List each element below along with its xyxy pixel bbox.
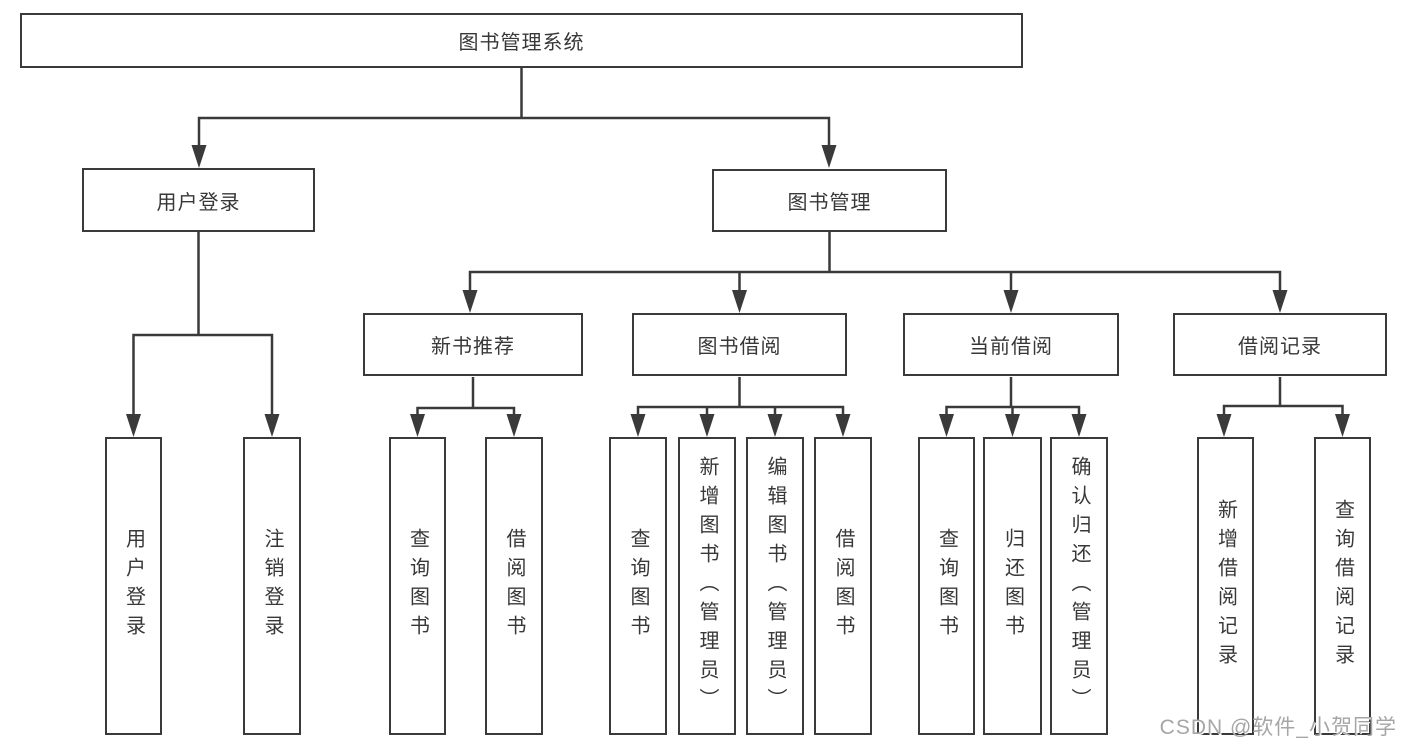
leaf-borrow-books: 借阅图书 xyxy=(814,437,872,735)
leaf-query-books-borrow: 查询图书 xyxy=(609,437,667,735)
node-book-borrow: 图书借阅 xyxy=(632,313,847,376)
leaf-query-books-current: 查询图书 xyxy=(918,437,975,735)
branch-current-borrow xyxy=(945,377,1081,418)
leaf-return-book: 归还图书 xyxy=(983,437,1042,735)
leaf-edit-book-admin: 编辑图书（管理员） xyxy=(746,437,804,735)
node-user-login-label: 用户登录 xyxy=(156,191,241,214)
node-new-book-recommend: 新书推荐 xyxy=(363,313,583,376)
leaf-borrow-books-recommend: 借阅图书 xyxy=(485,437,543,735)
node-current-borrow: 当前借阅 xyxy=(903,313,1119,376)
leaf-query-books-recommend: 查询图书 xyxy=(389,437,446,735)
branch-root xyxy=(197,68,831,150)
watermark: CSDN @软件_小贺同学 xyxy=(1159,716,1397,739)
node-library-system-label: 图书管理系统 xyxy=(458,32,585,54)
node-borrow-records-label: 借阅记录 xyxy=(1238,336,1322,358)
leaf-logout: 注销登录 xyxy=(243,437,301,735)
node-borrow-records: 借阅记录 xyxy=(1173,313,1387,376)
node-new-book-recommend-label: 新书推荐 xyxy=(431,336,515,358)
branch-borrow-records xyxy=(1222,377,1344,418)
leaf-add-book-admin: 新增图书（管理员） xyxy=(678,437,736,735)
branch-new-book xyxy=(416,377,516,418)
branch-user-login xyxy=(132,232,274,418)
leaf-user-login: 用户登录 xyxy=(105,437,162,735)
node-user-login: 用户登录 xyxy=(82,168,315,232)
arrowheads xyxy=(126,145,1350,437)
branch-book-management xyxy=(468,232,1282,295)
leaf-confirm-return-admin: 确认归还（管理员） xyxy=(1050,437,1108,735)
node-library-system: 图书管理系统 xyxy=(20,13,1023,68)
node-current-borrow-label: 当前借阅 xyxy=(969,336,1053,358)
leaf-query-borrow-record: 查询借阅记录 xyxy=(1314,437,1371,735)
node-book-management-label: 图书管理 xyxy=(787,192,872,214)
branch-book-borrow xyxy=(636,377,845,418)
node-book-management: 图书管理 xyxy=(712,169,947,232)
leaf-add-borrow-record: 新增借阅记录 xyxy=(1197,437,1254,735)
node-book-borrow-label: 图书借阅 xyxy=(697,336,782,358)
